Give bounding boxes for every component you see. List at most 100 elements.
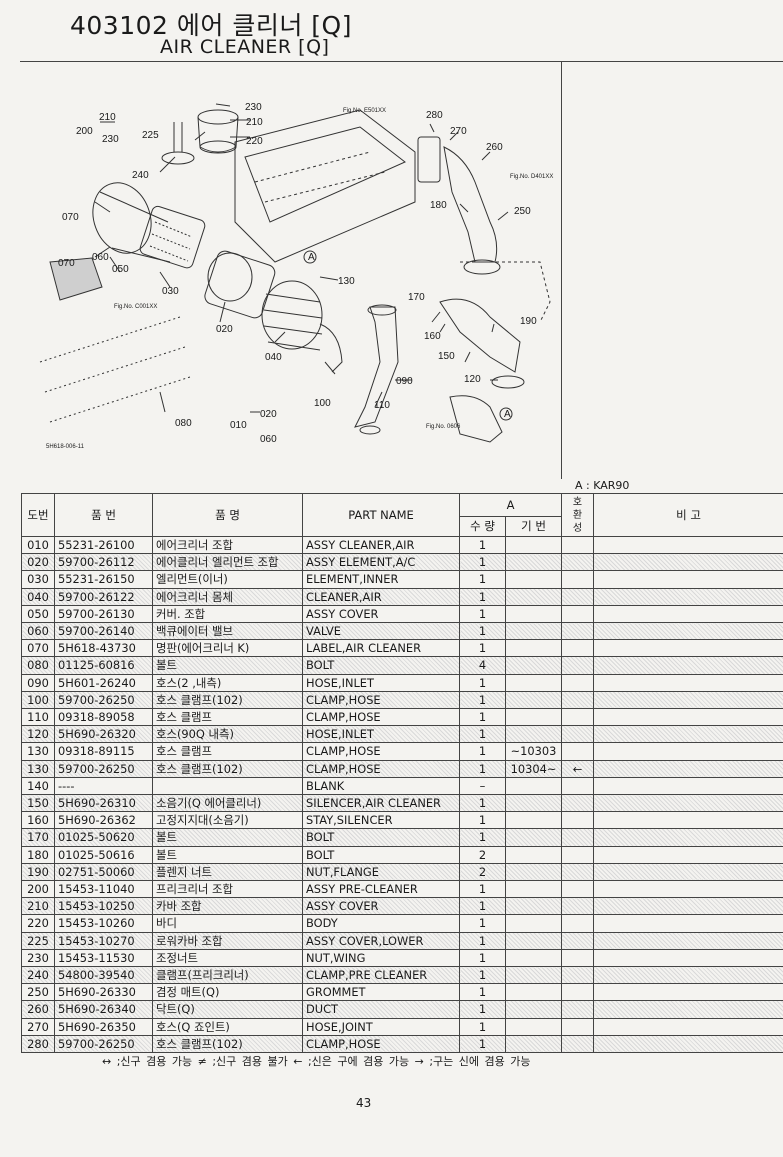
cell-serial [505, 673, 562, 692]
callout-200: 200 [76, 126, 93, 137]
cell-kr: 호스 클램프 [152, 708, 303, 727]
cell-remarks [593, 604, 783, 624]
cell-remarks [593, 570, 783, 589]
fig-ref-0606: Fig.No. 0606 [426, 424, 461, 430]
cell-kr: 에어크리너 몸체 [152, 587, 303, 606]
cell-ic [561, 862, 594, 882]
cell-en: CLAMP,HOSE [302, 742, 460, 761]
cell-kr: 로워카바 조합 [152, 931, 303, 950]
cell-no: 020 [21, 553, 55, 572]
header-name-kr: 품 명 [152, 493, 303, 537]
parts-table: 도번 품 번 품 명 PART NAME A 호 환 성 비 고 수 량 기 번… [21, 493, 783, 1054]
cell-remarks [593, 776, 783, 796]
cell-remarks [593, 914, 783, 933]
cell-serial [505, 604, 562, 624]
cell-no: 200 [21, 880, 55, 899]
cell-en: ASSY ELEMENT,A/C [302, 553, 460, 572]
cell-remarks [593, 587, 783, 606]
callout-020: 020 [216, 324, 233, 335]
cell-kr: 백큐에이터 밸브 [152, 622, 303, 641]
cell-en: GROMMET [302, 983, 460, 1002]
cell-qty: 1 [459, 759, 506, 778]
cell-kr: 닥트(Q) [152, 1000, 303, 1019]
cell-serial [505, 862, 562, 882]
cell-ic [561, 880, 594, 899]
cell-part: 15453-11040 [54, 880, 153, 899]
cell-no: 030 [21, 570, 55, 589]
page-number: 43 [356, 1096, 372, 1110]
cell-serial [505, 880, 562, 899]
cell-qty: 4 [459, 656, 506, 675]
cell-qty: 1 [459, 794, 506, 813]
cell-kr: 호스 클램프(102) [152, 690, 303, 710]
cell-qty: 1 [459, 570, 506, 589]
callout-210-top: 210 [99, 112, 116, 123]
cell-part: 59700-26112 [54, 553, 153, 572]
cell-no: 180 [21, 845, 55, 864]
cell-remarks [593, 845, 783, 864]
cell-no: 210 [21, 897, 55, 916]
cell-en: ASSY COVER,LOWER [302, 931, 460, 950]
cell-ic [561, 656, 594, 675]
cell-en: BOLT [302, 656, 460, 675]
cell-kr: 호스 클램프 [152, 742, 303, 761]
cell-kr: 고정지지대(소음기) [152, 811, 303, 830]
cell-no: 010 [21, 535, 55, 555]
cell-qty: 1 [459, 639, 506, 658]
cell-part: 5H690-26320 [54, 725, 153, 744]
header-group-a: A [459, 493, 562, 517]
cell-serial [505, 725, 562, 744]
cell-en: NUT,WING [302, 948, 460, 968]
cell-remarks [593, 966, 783, 985]
cell-part: 55231-26150 [54, 570, 153, 589]
cell-part: 5H690-26350 [54, 1017, 153, 1036]
fig-ref-d401xx: Fig.No. D401XX [510, 174, 553, 180]
cell-no: 160 [21, 811, 55, 830]
cell-qty: 1 [459, 690, 506, 710]
cell-no: 090 [21, 673, 55, 692]
cell-part: 15453-10260 [54, 914, 153, 933]
callout-020-group: 020 [260, 409, 277, 420]
cell-no: 070 [21, 639, 55, 658]
cell-qty: 2 [459, 845, 506, 864]
exploded-parts-diagram: A A 210 200 230 225 240 070 060 050 030 … [20, 62, 560, 479]
cell-remarks [593, 708, 783, 727]
cell-ic [561, 639, 594, 658]
cell-ic [561, 622, 594, 641]
cell-remarks [593, 1034, 783, 1054]
callout-180: 180 [430, 200, 447, 211]
cell-en: SILENCER,AIR CLEANER [302, 794, 460, 813]
cell-serial [505, 622, 562, 641]
cell-en: CLEANER,AIR [302, 587, 460, 606]
cell-ic [561, 776, 594, 796]
page-title-korean: 403102 에어 클리너 [Q] [70, 11, 352, 40]
callout-060-group: 060 [260, 434, 277, 445]
cell-serial [505, 690, 562, 710]
cell-ic [561, 742, 594, 761]
cell-part: 09318-89058 [54, 708, 153, 727]
cell-remarks [593, 673, 783, 692]
callout-225: 225 [142, 130, 159, 141]
fig-ref-e501xx: Fig.No. E501XX [343, 108, 386, 114]
cell-ic [561, 604, 594, 624]
cell-kr: 조정너트 [152, 948, 303, 968]
cell-remarks [593, 553, 783, 572]
cell-en: LABEL,AIR CLEANER [302, 639, 460, 658]
cell-ic: ← [561, 759, 594, 778]
cell-ic [561, 690, 594, 710]
cell-part: 15453-10250 [54, 897, 153, 916]
cell-qty: 1 [459, 1000, 506, 1019]
cell-serial [505, 845, 562, 864]
header-qty: 수 량 [459, 516, 506, 537]
cell-serial [505, 983, 562, 1002]
header-remarks: 비 고 [593, 493, 783, 537]
table-row: 140----BLANK– [21, 776, 783, 796]
cell-remarks [593, 656, 783, 675]
